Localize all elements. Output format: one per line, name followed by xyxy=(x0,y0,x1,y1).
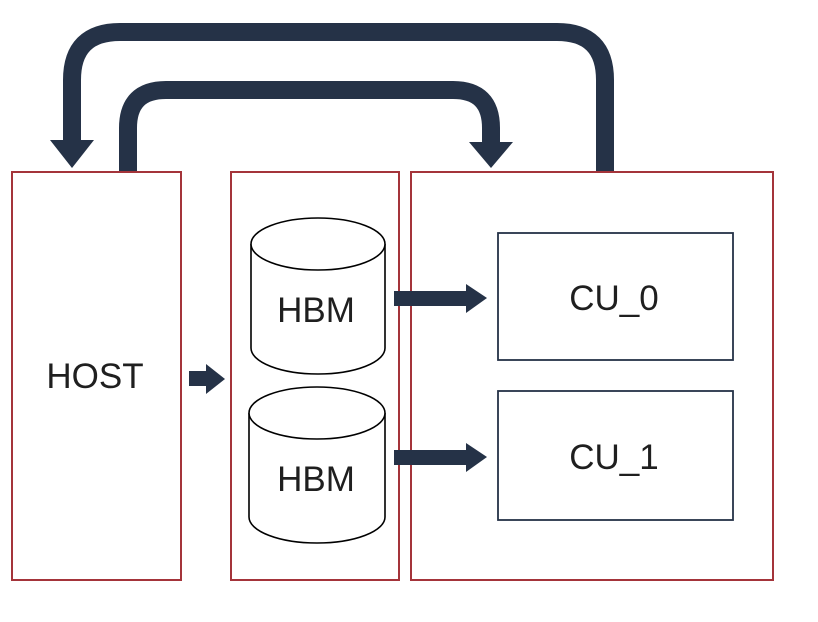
hbm-to-cu0-arrow-head xyxy=(466,284,487,313)
hbm-cylinder-top-cap xyxy=(250,217,386,271)
hbm-to-cu0-arrow xyxy=(394,284,487,313)
hbm-to-cu1-arrow-shaft xyxy=(394,450,468,465)
hbm-bottom-label: HBM xyxy=(277,460,355,499)
hbm-to-cu1-arrow xyxy=(394,443,487,472)
hbm-top-label: HBM xyxy=(277,291,355,330)
host-to-hbm-arrow xyxy=(189,364,225,394)
outer-feedback-arrow-head xyxy=(50,140,94,168)
inner-host-to-compute-arrow xyxy=(119,81,513,172)
host-to-hbm-arrow-head xyxy=(206,364,225,394)
hbm-cylinder-bottom-body xyxy=(248,413,386,544)
cu1-box xyxy=(497,390,734,521)
hbm-cylinder-top-body xyxy=(250,244,386,375)
hbm-cylinder-bottom-cap xyxy=(248,386,386,440)
cu0-box xyxy=(497,232,734,361)
hbm-to-cu1-arrow-head xyxy=(466,443,487,472)
inner-arrow-head xyxy=(469,142,513,168)
hbm-cylinder-top: HBM xyxy=(250,217,386,375)
hbm-cylinder-bottom: HBM xyxy=(248,386,386,544)
host-label: HOST xyxy=(46,357,143,396)
outer-feedback-arrow xyxy=(50,23,614,172)
host-box xyxy=(11,171,182,581)
cu1-label: CU_1 xyxy=(569,438,658,477)
host-to-hbm-arrow-shaft xyxy=(189,371,207,386)
inner-arrow-line xyxy=(119,81,500,172)
cu0-label: CU_0 xyxy=(569,279,658,318)
outer-feedback-arrow-line xyxy=(63,23,614,172)
hbm-to-cu0-arrow-shaft xyxy=(394,291,468,306)
